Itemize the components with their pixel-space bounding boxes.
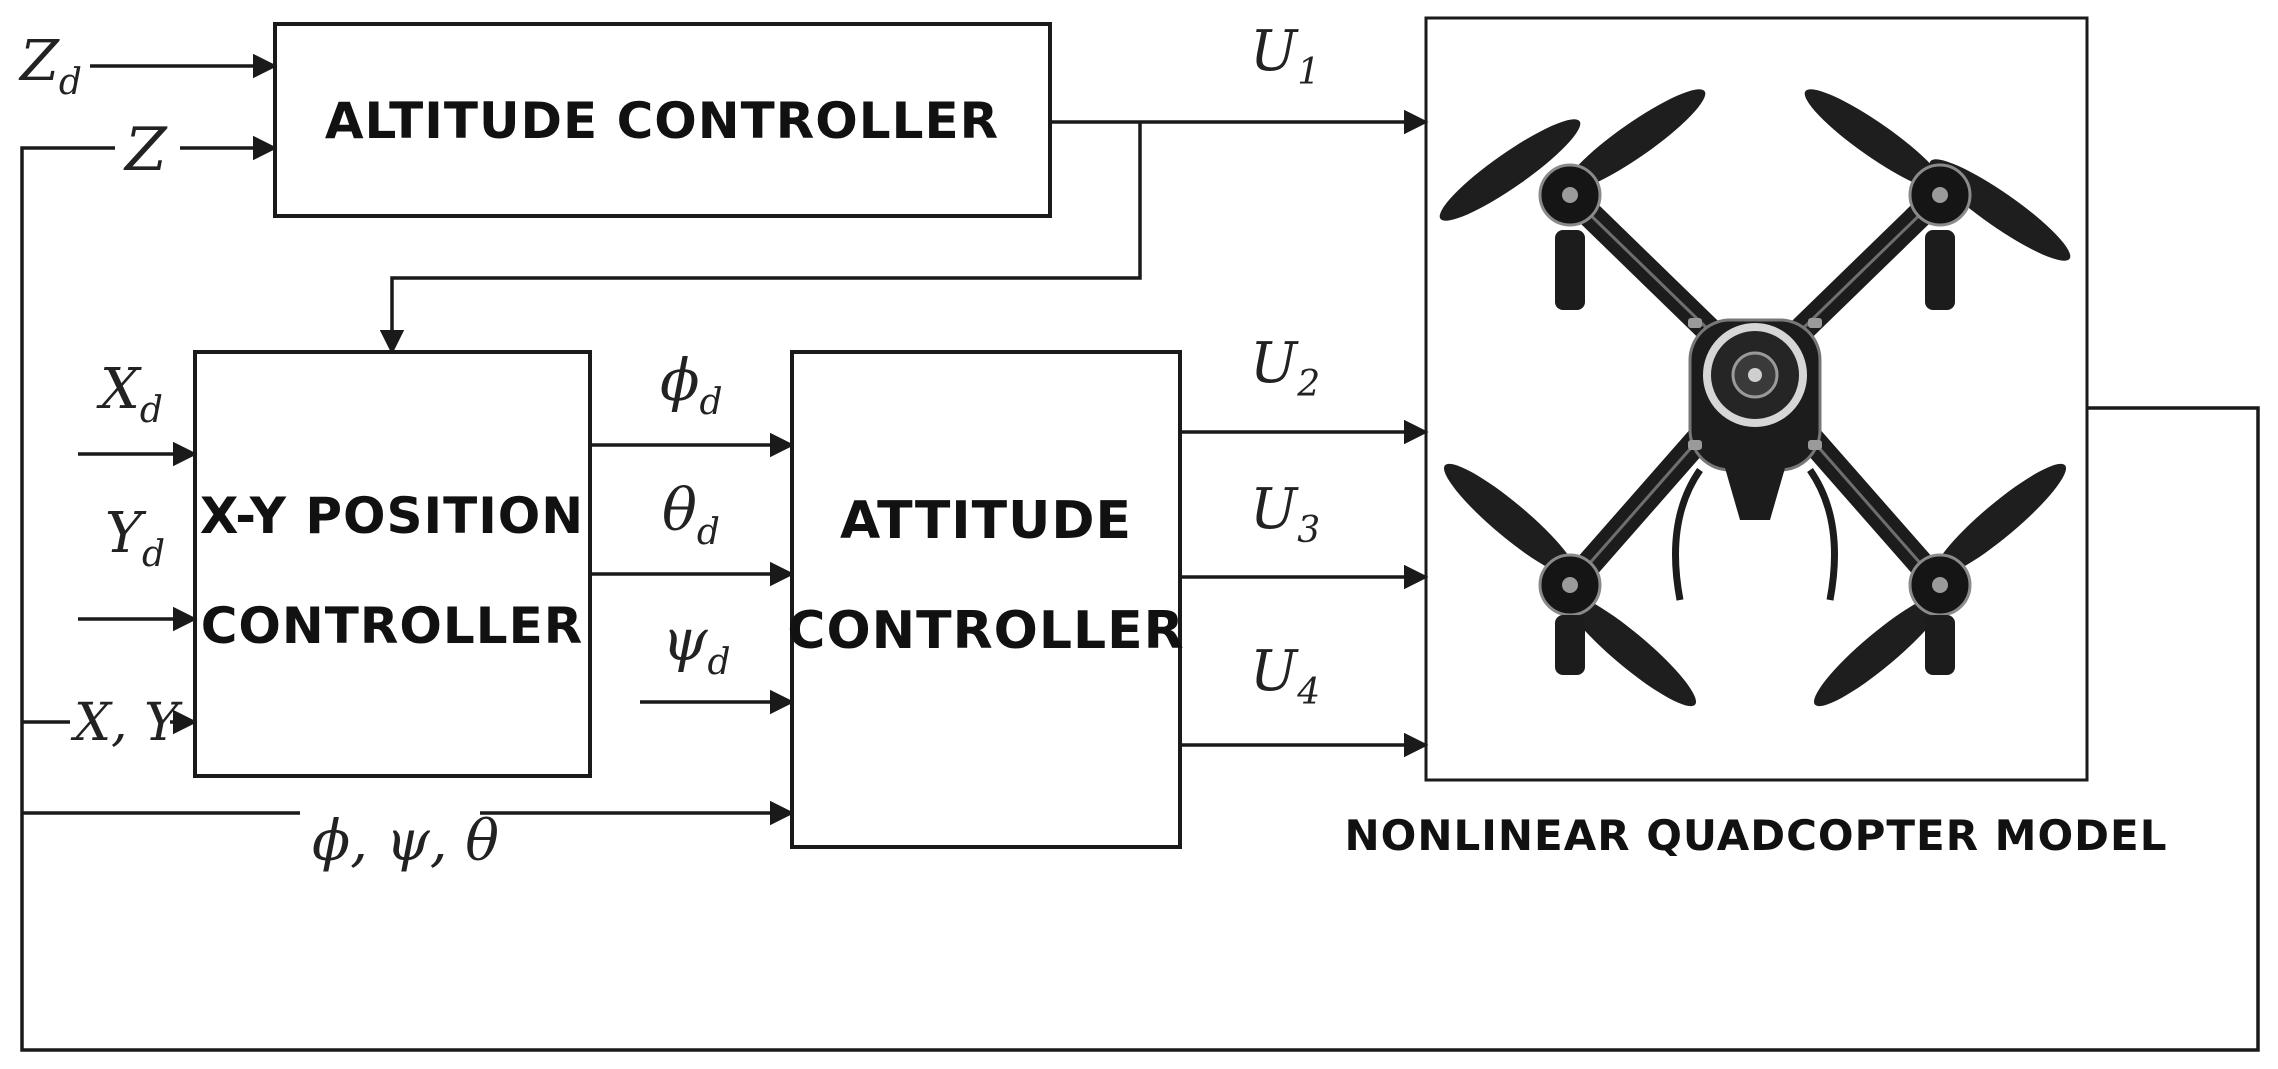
yd-label: Yd: [105, 501, 165, 575]
xy-position-controller-block: X-Y POSITION CONTROLLER: [193, 350, 592, 778]
xd-label: Xd: [96, 357, 163, 431]
u2-label: U2: [1250, 331, 1320, 405]
xy-position-controller-label-line2: CONTROLLER: [201, 597, 584, 655]
xy-feedback-label: X, Y: [70, 693, 183, 753]
quadcopter-drone-icon: [1439, 89, 2071, 707]
attitude-feedback-label: ϕ, ψ, θ: [312, 809, 499, 874]
u4-label: U4: [1250, 639, 1320, 713]
attitude-controller-label-line1: ATTITUDE: [840, 491, 1132, 551]
z-feedback-label: Z: [123, 115, 168, 185]
zd-label: Zd: [18, 29, 82, 103]
xy-position-controller-label-line1: X-Y POSITION: [200, 487, 584, 545]
quadcopter-model-caption: NONLINEAR QUADCOPTER MODEL: [1344, 811, 2167, 860]
attitude-controller-block: ATTITUDE CONTROLLER: [787, 350, 1184, 849]
u3-label: U3: [1250, 477, 1320, 551]
phi-d-label: ϕd: [660, 346, 723, 423]
altitude-controller-block: ALTITUDE CONTROLLER: [273, 22, 1052, 218]
theta-d-label: θd: [662, 476, 720, 553]
psi-d-label: ψd: [662, 606, 731, 683]
altitude-controller-label: ALTITUDE CONTROLLER: [325, 92, 999, 150]
attitude-controller-label-line2: CONTROLLER: [787, 601, 1184, 661]
u1-label: U1: [1250, 19, 1320, 93]
